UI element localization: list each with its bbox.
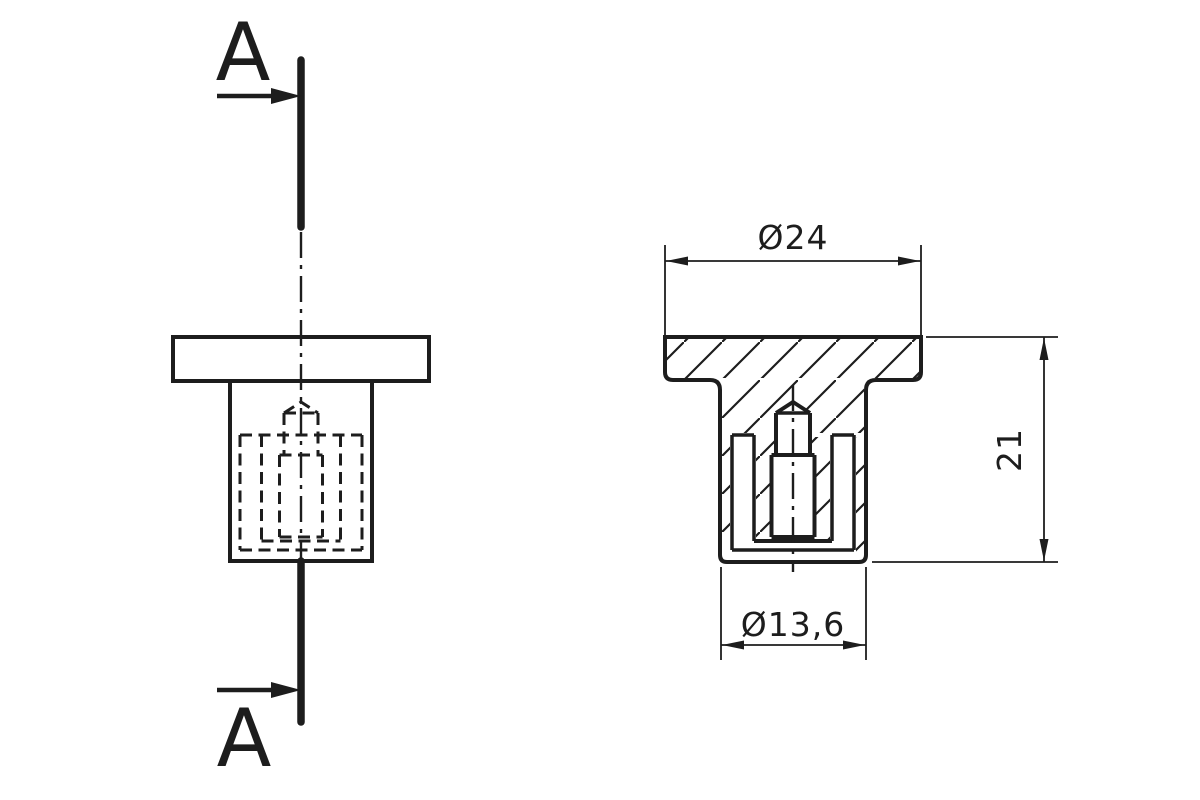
dim-arrow-top (1039, 338, 1049, 360)
dim-value-body-diameter: Ø13,6 (741, 605, 845, 644)
dim-arrow-right (843, 640, 865, 650)
dim-arrow-left (722, 640, 744, 650)
dimension-overall-height: 21 (872, 336, 1058, 563)
hidden-bore-cone (283, 400, 319, 415)
dim-value-overall-height: 21 (990, 428, 1029, 472)
section-arrow-top-head (271, 88, 301, 104)
flange-outline-side (171, 335, 431, 383)
section-internal-edges (730, 400, 856, 552)
body-outline-side (228, 381, 374, 563)
dimension-body-diameter: Ø13,6 (720, 567, 867, 660)
dim-arrow-left (666, 256, 688, 266)
side-view-hidden-lines (238, 400, 364, 552)
dim-value-flange-diameter: Ø24 (758, 218, 829, 257)
dim-arrow-right (898, 256, 920, 266)
section-arrow-bottom (217, 682, 301, 698)
section-arrow-bottom-head (271, 682, 301, 698)
hatch-wall-right (856, 437, 864, 560)
side-view: A A (171, 6, 431, 785)
dimension-flange-diameter: Ø24 (664, 218, 922, 335)
hatch-flange (667, 339, 919, 378)
section-arrow-top (217, 88, 301, 104)
section-outline (663, 335, 923, 564)
hatch-wall-left (722, 437, 730, 560)
section-view: Ø24 21 Ø13,6 (663, 218, 1058, 660)
section-label-bottom: A (217, 692, 272, 785)
side-view-outline (171, 335, 431, 563)
dim-arrow-bottom (1039, 539, 1049, 561)
section-label-top: A (216, 6, 271, 99)
hatch-body-top (722, 380, 864, 433)
